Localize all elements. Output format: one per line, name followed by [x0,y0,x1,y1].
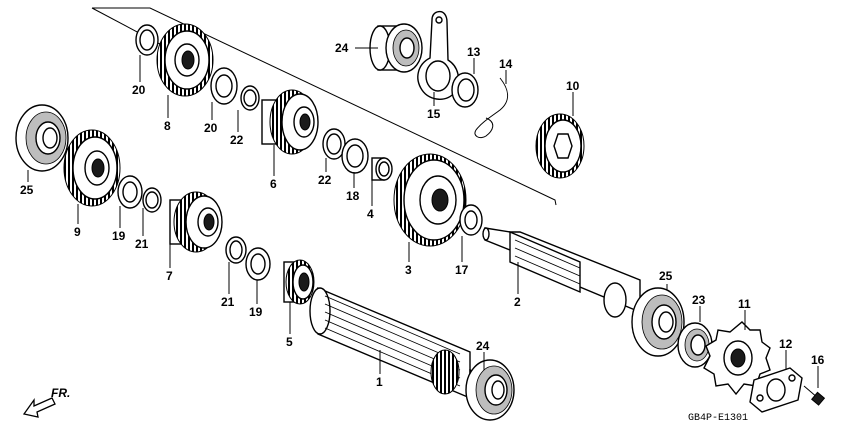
callout-24-top: 24 [335,41,349,55]
circlip-22-top [240,85,260,111]
callout-8: 8 [164,119,171,133]
callout-24-lower: 24 [476,339,490,353]
gear-7 [169,191,223,253]
callout-19-lower: 19 [249,305,263,319]
callout-17: 17 [455,263,469,277]
callout-3: 3 [405,263,412,277]
callout-10: 10 [566,79,580,93]
drive-sprocket-11 [703,321,771,396]
bearing-24-lower [465,359,515,421]
diagram-code: GB4P-E1301 [688,413,748,424]
callout-19-left: 19 [112,229,126,243]
ring-13 [451,72,479,108]
bearing-24-top [369,23,423,73]
callout-18: 18 [346,189,360,203]
gear-3 [393,153,467,247]
washer-19-left [117,175,143,209]
callout-16: 16 [811,353,825,367]
direction-label: FR. [51,386,70,400]
callout-2: 2 [514,295,521,309]
gear-6 [261,89,319,155]
spring-14 [474,77,508,139]
washer-18 [341,138,369,174]
gear-10 [535,113,585,179]
washer-19-lower [245,247,271,281]
washer-20-mid [210,67,238,105]
bolt-16 [803,385,826,406]
callout-11: 11 [738,297,751,311]
callout-6: 6 [270,177,277,191]
front-direction-arrow-icon [22,397,56,418]
leader-lines [27,47,819,388]
assembly-outline [92,7,557,206]
bushing-4 [371,157,393,181]
bearing-25-right [631,287,685,357]
callout-25-left: 25 [20,183,34,197]
callout-12: 12 [779,337,793,351]
callout-21-lower: 21 [221,295,235,309]
callout-4: 4 [367,207,374,221]
callout-1: 1 [376,375,383,389]
callout-22-mid: 22 [318,173,332,187]
fixing-plate-12 [749,367,803,413]
callout-9: 9 [74,225,81,239]
callout-22-top: 22 [230,133,244,147]
callout-25-right: 25 [659,269,673,283]
bearing-25-left [15,104,69,172]
circlip-21-left [142,187,162,213]
bearing-holder-15 [417,10,460,100]
callout-13: 13 [467,45,481,59]
callout-20-mid: 20 [204,121,218,135]
oil-seal-23 [677,322,713,368]
washer-22-mid [322,128,346,160]
callout-5: 5 [286,335,293,349]
callout-7: 7 [166,269,173,283]
gear-8 [156,23,214,97]
gear-9 [63,129,121,207]
callout-14: 14 [499,57,513,71]
mainshaft-1 [309,286,491,400]
callout-20-top: 20 [132,83,146,97]
circlip-20-top [135,24,159,56]
gear-5 [283,259,315,305]
callout-21-left: 21 [135,237,149,251]
washer-17 [459,204,483,236]
callout-23: 23 [692,293,706,307]
countershaft-2 [482,227,641,318]
circlip-21-lower [225,236,247,264]
callout-15: 15 [427,107,441,121]
